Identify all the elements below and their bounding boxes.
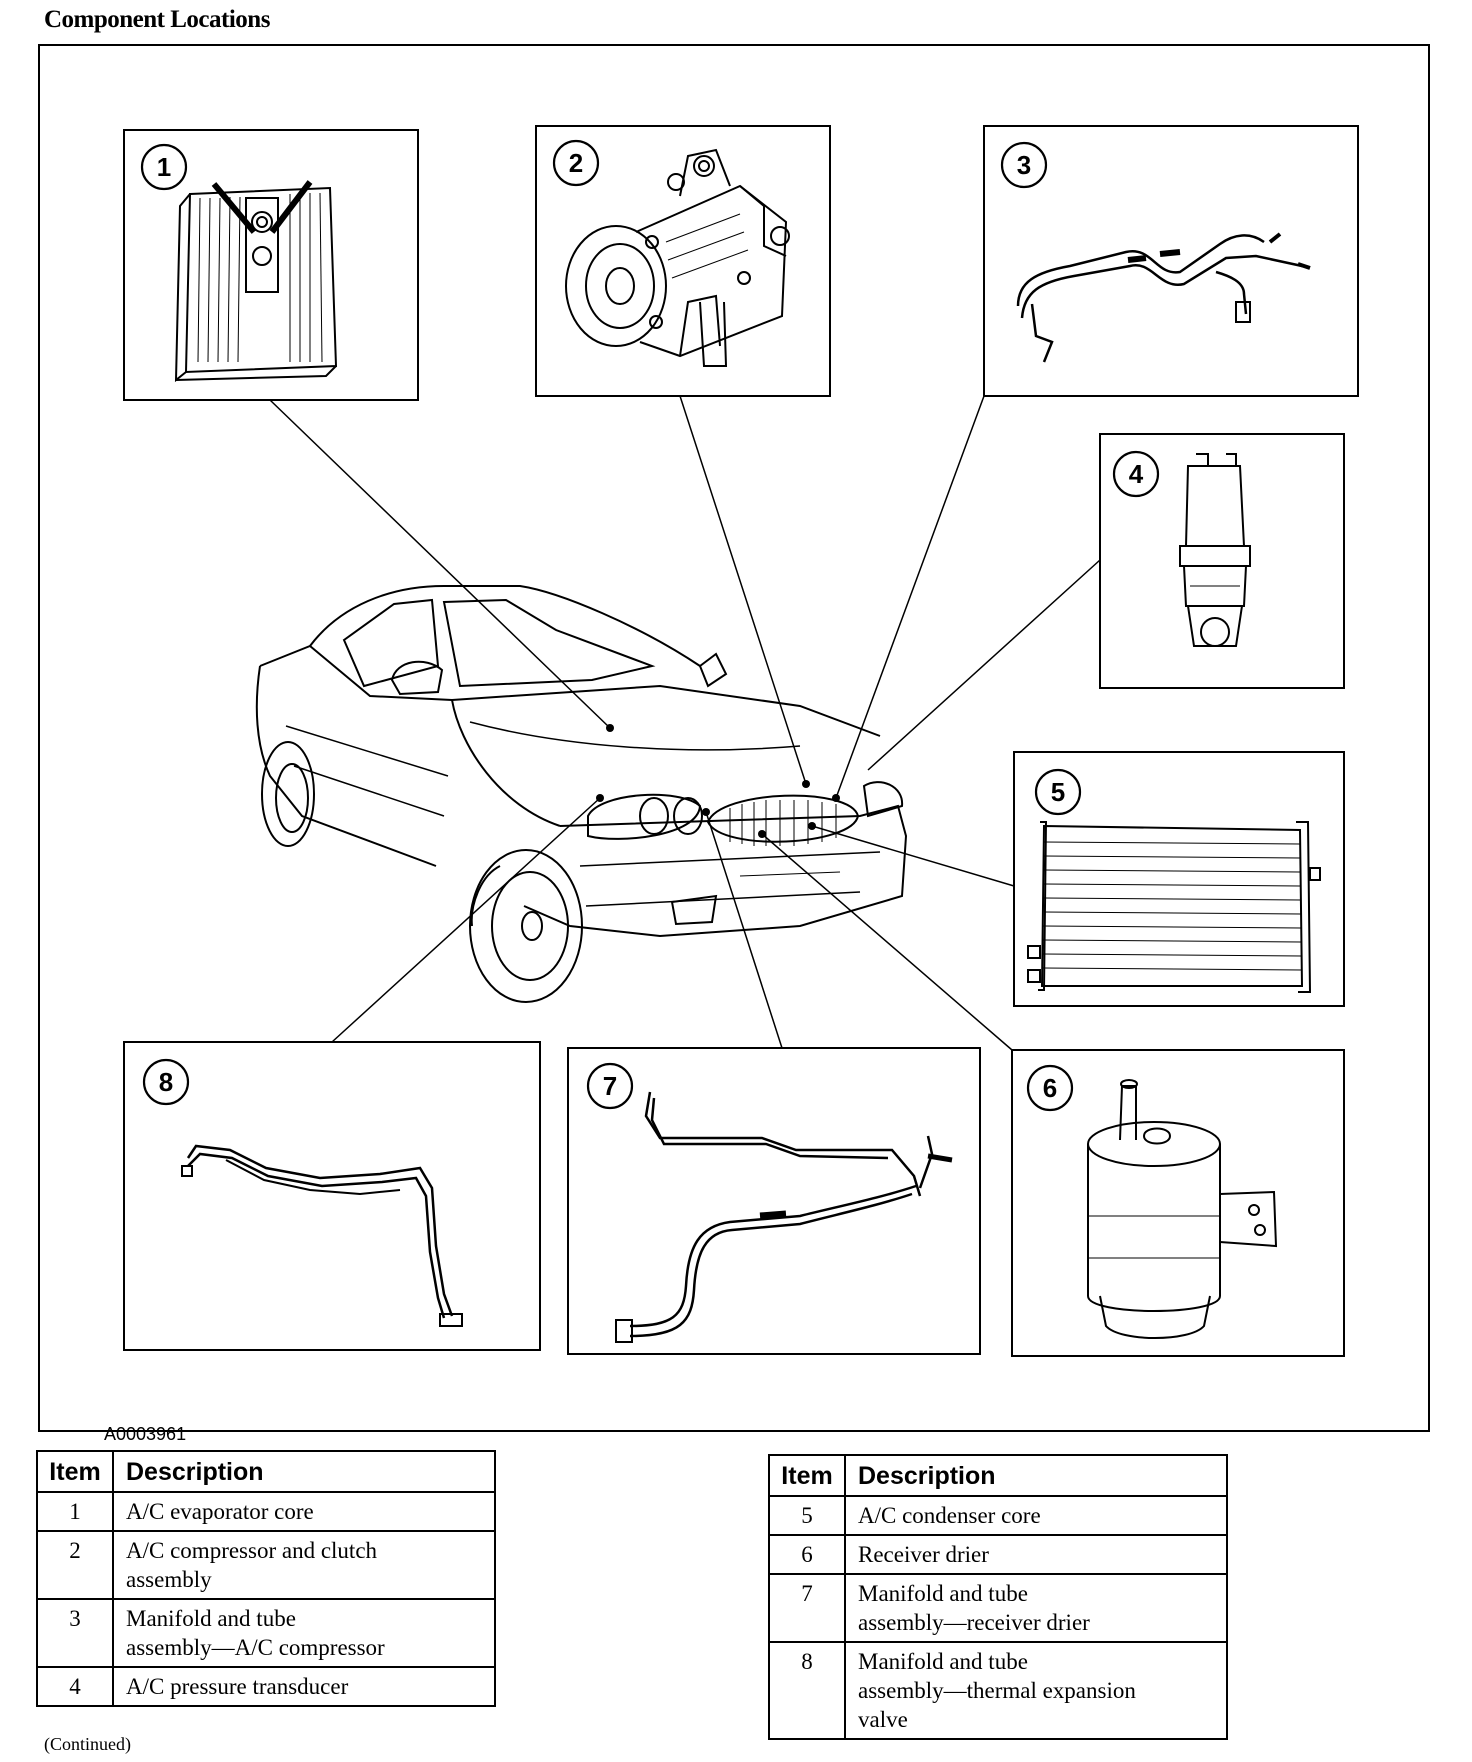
condenser-core-illustration [1027,821,1321,993]
callout-number: 1 [157,152,171,182]
component-location-figure: 1 2 3 4 5 6 7 8 [38,44,1430,1444]
box-5 [1013,751,1345,1007]
receiver-drier-illustration [1087,1079,1278,1339]
table-row: 6 Receiver drier [768,1534,1228,1575]
table-row: 5 A/C condenser core [768,1495,1228,1536]
component-diagram: 1 2 3 4 5 6 7 8 [123,125,1359,1357]
table-header-row: Item Description [768,1454,1228,1497]
items-table-left: Item Description 1 A/C evaporator core 2… [36,1450,496,1707]
item-number: 1 [36,1491,114,1532]
callout-number: 8 [159,1067,173,1097]
item-number: 2 [36,1530,114,1600]
continued-note: (Continued) [44,1734,131,1754]
leader-dots [596,724,840,838]
compressor-illustration [565,148,790,367]
box-3 [983,125,1359,397]
page-title: Component Locations [44,6,270,33]
car-illustration [255,585,908,1003]
callout-number: 5 [1051,777,1065,807]
callout-number: 7 [603,1071,617,1101]
table-row: 4 A/C pressure transducer [36,1666,496,1707]
item-header: Item [768,1454,846,1497]
callout-number: 6 [1043,1073,1057,1103]
items-table-right: Item Description 5 A/C condenser core 6 … [768,1454,1228,1740]
figure-id: A0003961 [104,1424,187,1444]
callout-number: 4 [1129,459,1144,489]
item-number: 6 [768,1534,846,1575]
pressure-transducer-illustration [1179,453,1251,647]
item-description: A/C pressure transducer [112,1666,496,1707]
item-description: A/C condenser core [844,1495,1228,1536]
box-6 [1011,1049,1345,1357]
item-number: 8 [768,1641,846,1740]
evaporator-core-illustration [174,180,338,383]
item-description: Receiver drier [844,1534,1228,1575]
table-row: 1 A/C evaporator core [36,1491,496,1532]
item-header: Item [36,1450,114,1493]
callout-number: 2 [569,148,583,178]
description-header: Description [844,1454,1228,1497]
box-2 [535,125,831,397]
table-header-row: Item Description [36,1450,496,1493]
callout-number: 3 [1017,150,1031,180]
item-number: 3 [36,1598,114,1668]
item-description: A/C evaporator core [112,1491,496,1532]
box-7 [567,1047,981,1355]
item-number: 7 [768,1573,846,1643]
manifold-tube-compressor-illustration [1016,232,1311,363]
description-header: Description [112,1450,496,1493]
item-number: 5 [768,1495,846,1536]
callout-circles [140,139,1160,1112]
item-number: 4 [36,1666,114,1707]
manifold-tube-receiver-drier-illustration [615,1091,953,1343]
leader-lines [269,395,1101,1051]
manifold-tube-txv-illustration [181,1144,463,1327]
